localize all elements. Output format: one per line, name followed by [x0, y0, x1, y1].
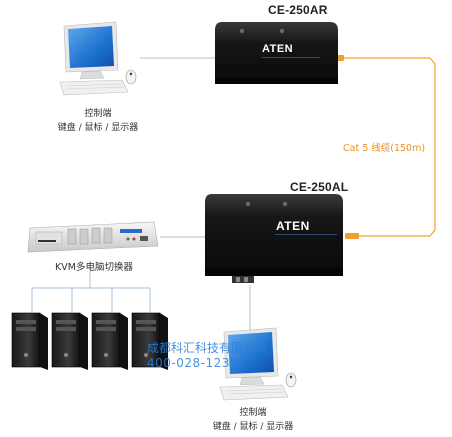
- watermark-phone: 400-028-1235: [147, 356, 239, 370]
- top-console-label-2: 键盘 / 鼠标 / 显示器: [57, 123, 139, 133]
- watermark-company: 成都科汇科技有限公司: [147, 341, 268, 355]
- kvm-switch-label: KVM多电脑切换器: [55, 262, 133, 273]
- cable-label: Cat 5 线缆(150m): [343, 143, 426, 154]
- remote-unit-brand: ATEN: [262, 43, 294, 55]
- rj45-plug-bottom: [345, 233, 359, 239]
- local-unit-title: CE-250AL: [290, 180, 349, 194]
- rj45-plug-top: [330, 55, 344, 61]
- bottom-console-label-2: 键盘 / 鼠标 / 显示器: [212, 422, 294, 432]
- local-unit-brand: ATEN: [276, 219, 310, 233]
- cat5-cable: [343, 57, 436, 237]
- top-console-label-1: 控制端: [84, 109, 112, 119]
- remote-unit-title: CE-250AR: [268, 3, 328, 17]
- bottom-console-label-1: 控制端: [239, 408, 267, 418]
